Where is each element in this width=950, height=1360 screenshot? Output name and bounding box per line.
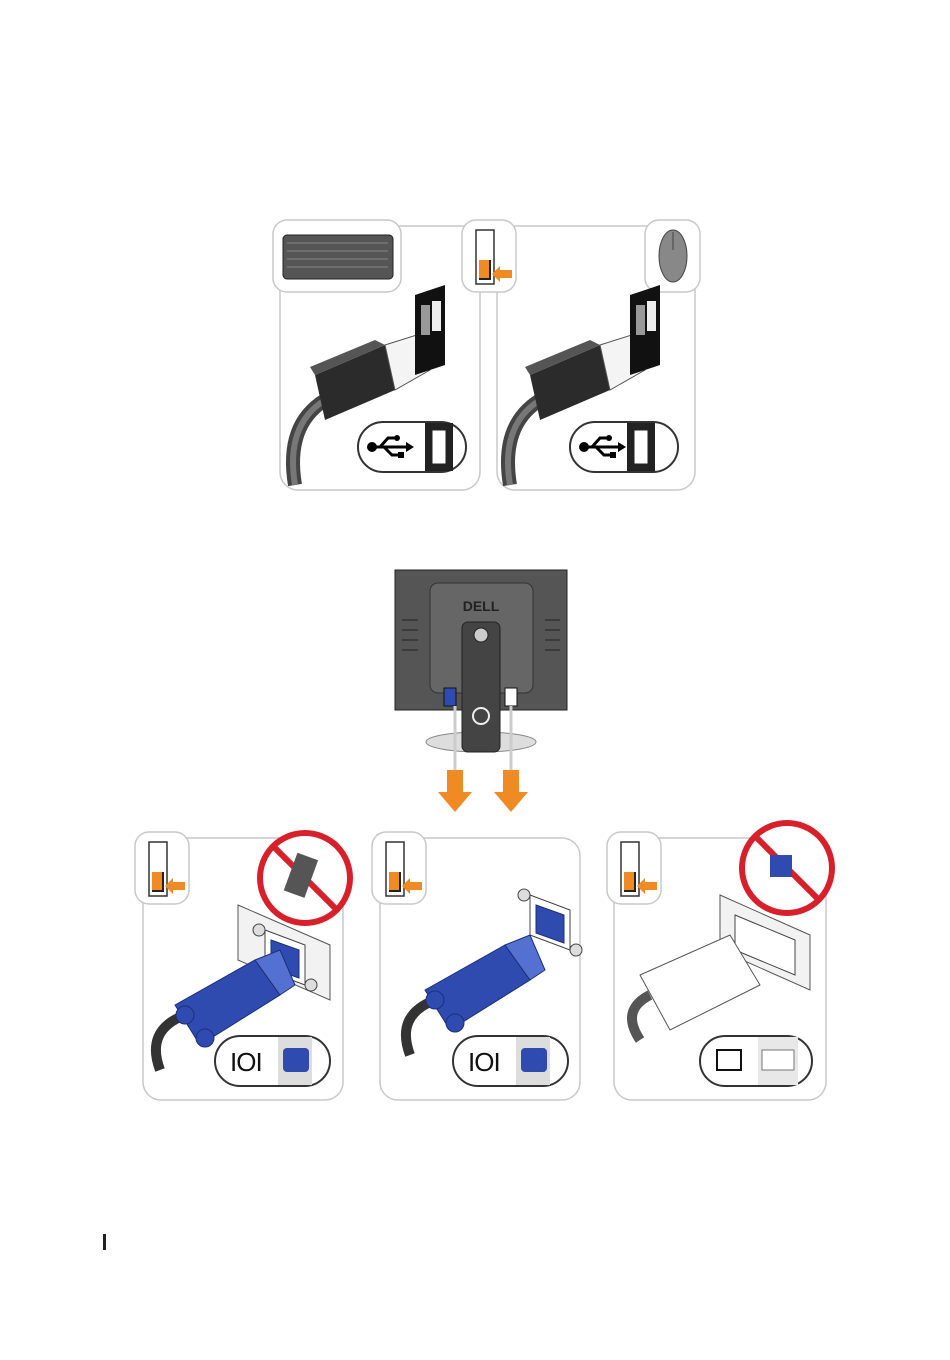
monitor-back-figure: DELL <box>394 569 568 812</box>
usb-connection-figure <box>272 219 701 490</box>
dell-logo: DELL <box>463 598 500 614</box>
prohibited-icon <box>260 833 350 923</box>
mouse-icon <box>644 219 701 293</box>
arrow-down-icon <box>438 770 472 812</box>
dvi-panel <box>606 823 832 1101</box>
vga-with-adapter-panel <box>134 832 350 1101</box>
vga-symbol-text: IOI <box>230 1047 262 1077</box>
computer-usb-port-callout-icon <box>461 219 517 293</box>
usb-icon <box>357 421 467 473</box>
vga-connector-icon: IOI <box>452 1035 569 1087</box>
usb-icon <box>569 421 679 473</box>
prohibited-icon <box>742 823 832 913</box>
vga-panel <box>371 831 583 1101</box>
vga-connector-icon: IOI <box>214 1035 331 1087</box>
keyboard-icon <box>272 219 402 293</box>
arrow-down-icon <box>494 770 528 812</box>
page-margin-marker <box>103 1234 106 1250</box>
dvi-connector-icon <box>699 1035 813 1087</box>
vga-symbol-text: IOI <box>468 1047 500 1077</box>
